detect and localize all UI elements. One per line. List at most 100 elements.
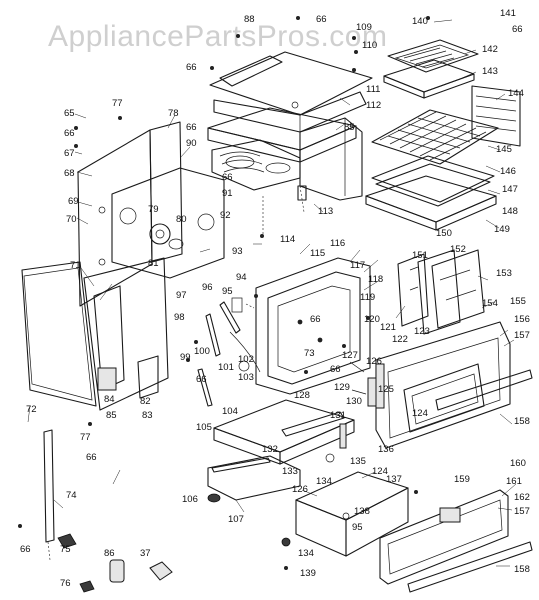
label-93: 93 <box>232 246 243 257</box>
oven-rack-145 <box>371 109 499 165</box>
label-148: 148 <box>502 206 518 217</box>
label-66-mid-a: 66 <box>186 122 197 133</box>
label-98: 98 <box>174 312 185 323</box>
label-82: 82 <box>140 396 151 407</box>
label-111: 111 <box>366 84 380 95</box>
label-66-rail: 66 <box>20 544 31 555</box>
label-131: 131 <box>330 410 346 421</box>
label-156: 156 <box>514 314 530 325</box>
label-141: 141 <box>500 8 516 19</box>
label-78: 78 <box>168 108 179 119</box>
label-77-top: 77 <box>112 98 123 109</box>
label-150: 150 <box>436 228 452 239</box>
label-143: 143 <box>482 66 498 77</box>
label-136: 136 <box>378 444 394 455</box>
leveling-rail-74 <box>43 429 55 543</box>
label-159: 159 <box>454 474 470 485</box>
label-103: 103 <box>238 372 254 383</box>
burner-tube-131-136 <box>281 411 347 463</box>
label-133: 133 <box>282 466 298 477</box>
label-161: 161 <box>506 476 522 487</box>
label-86: 86 <box>104 548 115 559</box>
drawer-front-107 <box>207 455 301 501</box>
label-66-top-b: 66 <box>186 62 197 73</box>
inner-side-wall <box>83 257 169 411</box>
kickplate-assembly <box>379 489 533 593</box>
label-142: 142 <box>482 44 498 55</box>
label-124-bottom: 124 <box>372 466 388 477</box>
label-119: 119 <box>360 292 375 303</box>
oven-door <box>375 321 533 449</box>
label-130: 130 <box>346 396 362 407</box>
label-81: 81 <box>148 258 159 269</box>
label-66-left-low: 66 <box>86 452 97 463</box>
label-66-top-a: 66 <box>316 14 327 25</box>
label-94: 94 <box>236 272 247 283</box>
label-125: 125 <box>378 384 394 395</box>
label-160: 160 <box>510 458 526 469</box>
label-140: 140 <box>412 16 428 27</box>
part-number-labels: 65 66 67 68 69 70 71 72 73 74 75 76 77 7… <box>20 8 530 589</box>
label-84: 84 <box>104 394 115 405</box>
leader-lines <box>27 19 517 567</box>
label-123: 123 <box>414 326 430 337</box>
label-126-top: 126 <box>366 356 382 367</box>
label-96: 96 <box>202 282 213 293</box>
label-128: 128 <box>294 390 310 401</box>
label-92: 92 <box>220 210 231 221</box>
label-129: 129 <box>334 382 350 393</box>
label-97: 97 <box>176 290 187 301</box>
label-138: 138 <box>354 506 370 517</box>
label-118: 118 <box>368 274 383 285</box>
label-69: 69 <box>68 196 79 207</box>
label-72: 72 <box>26 404 37 415</box>
label-146: 146 <box>500 166 516 177</box>
label-162: 162 <box>514 492 530 503</box>
label-115: 115 <box>310 248 325 259</box>
label-76: 76 <box>60 578 71 589</box>
label-67: 67 <box>64 148 75 159</box>
oven-window-glass <box>397 249 485 335</box>
oven-bottom-panel-128 <box>213 399 355 465</box>
label-71: 71 <box>70 260 81 271</box>
label-132: 132 <box>262 444 278 455</box>
label-117: 117 <box>350 260 365 271</box>
label-157-bottom: 157 <box>514 506 530 517</box>
label-113: 113 <box>318 206 333 217</box>
label-101: 101 <box>218 362 234 373</box>
front-frame-93 <box>111 167 225 279</box>
label-127: 127 <box>342 350 358 361</box>
label-85-right: 85 <box>344 122 355 133</box>
label-145: 145 <box>496 144 512 155</box>
small-parts <box>18 422 291 593</box>
label-116: 116 <box>330 238 345 249</box>
label-95-bottom: 95 <box>352 522 363 533</box>
label-102: 102 <box>238 354 254 365</box>
label-66: 66 <box>64 128 75 139</box>
label-77-bottom: 77 <box>80 432 91 443</box>
broiler-pan-140-143 <box>383 39 479 99</box>
label-120: 120 <box>364 314 380 325</box>
label-110: 110 <box>362 40 377 51</box>
label-137: 137 <box>386 474 402 485</box>
assembly-guide-lines <box>47 185 305 561</box>
label-68: 68 <box>64 168 75 179</box>
label-106: 106 <box>182 494 198 505</box>
label-158-top: 158 <box>514 416 530 427</box>
label-124-door: 124 <box>412 408 428 419</box>
fastener-screws <box>74 16 430 494</box>
label-90: 90 <box>186 138 197 149</box>
burner-control-parts <box>197 297 261 407</box>
label-109: 109 <box>356 22 372 33</box>
label-157-top: 157 <box>514 330 530 341</box>
label-152: 152 <box>450 244 466 255</box>
label-158-bottom: 158 <box>514 564 530 575</box>
label-144: 144 <box>508 88 524 99</box>
label-79: 79 <box>148 204 159 215</box>
label-70: 70 <box>66 214 77 225</box>
label-66-top-right: 66 <box>512 24 523 35</box>
back-panel-69 <box>77 129 153 307</box>
drawer-body-137 <box>295 471 409 557</box>
